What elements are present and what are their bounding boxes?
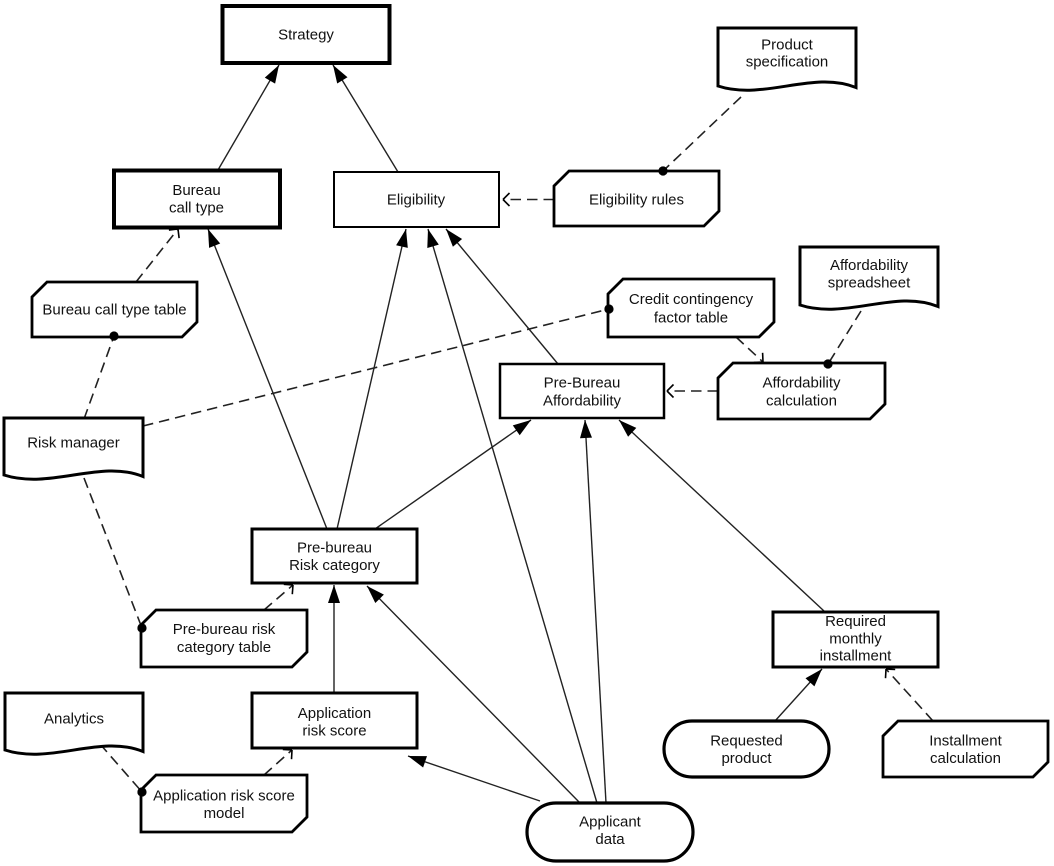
svg-text:Risk category: Risk category	[289, 557, 380, 574]
svg-text:call type: call type	[169, 200, 224, 217]
svg-text:Requested: Requested	[710, 733, 783, 750]
svg-text:Bureau: Bureau	[172, 182, 220, 199]
svg-text:Bureau call type table: Bureau call type table	[42, 302, 186, 319]
svg-text:calculation: calculation	[930, 750, 1001, 767]
svg-text:Strategy: Strategy	[278, 27, 334, 44]
svg-text:Installment: Installment	[929, 733, 1002, 750]
svg-text:product: product	[721, 750, 772, 767]
svg-text:category table: category table	[177, 639, 271, 656]
svg-text:data: data	[595, 831, 625, 848]
svg-text:Affordability: Affordability	[830, 257, 909, 274]
svg-text:Required: Required	[825, 613, 886, 630]
svg-text:Eligibility: Eligibility	[387, 192, 446, 209]
svg-text:Applicant: Applicant	[579, 814, 642, 831]
svg-text:Product: Product	[761, 37, 814, 54]
svg-text:Application: Application	[298, 705, 371, 722]
svg-text:risk score: risk score	[302, 723, 366, 740]
svg-text:calculation: calculation	[766, 393, 837, 410]
svg-text:Analytics: Analytics	[44, 711, 104, 728]
svg-text:Affordability: Affordability	[762, 375, 841, 392]
svg-text:Credit contingency: Credit contingency	[629, 291, 754, 308]
svg-text:Pre-bureau risk: Pre-bureau risk	[173, 621, 276, 638]
svg-text:Risk manager: Risk manager	[27, 435, 120, 452]
svg-text:Pre-Bureau: Pre-Bureau	[544, 375, 621, 392]
svg-text:monthly: monthly	[829, 631, 882, 648]
svg-text:Eligibility rules: Eligibility rules	[589, 192, 684, 209]
svg-text:specification: specification	[746, 54, 829, 71]
svg-text:factor table: factor table	[654, 310, 728, 327]
svg-text:Pre-bureau: Pre-bureau	[297, 540, 372, 557]
svg-text:model: model	[204, 805, 245, 822]
svg-text:installment: installment	[820, 648, 893, 665]
svg-text:Application risk score: Application risk score	[153, 788, 295, 805]
svg-text:Affordability: Affordability	[543, 393, 622, 410]
svg-text:spreadsheet: spreadsheet	[828, 275, 911, 292]
